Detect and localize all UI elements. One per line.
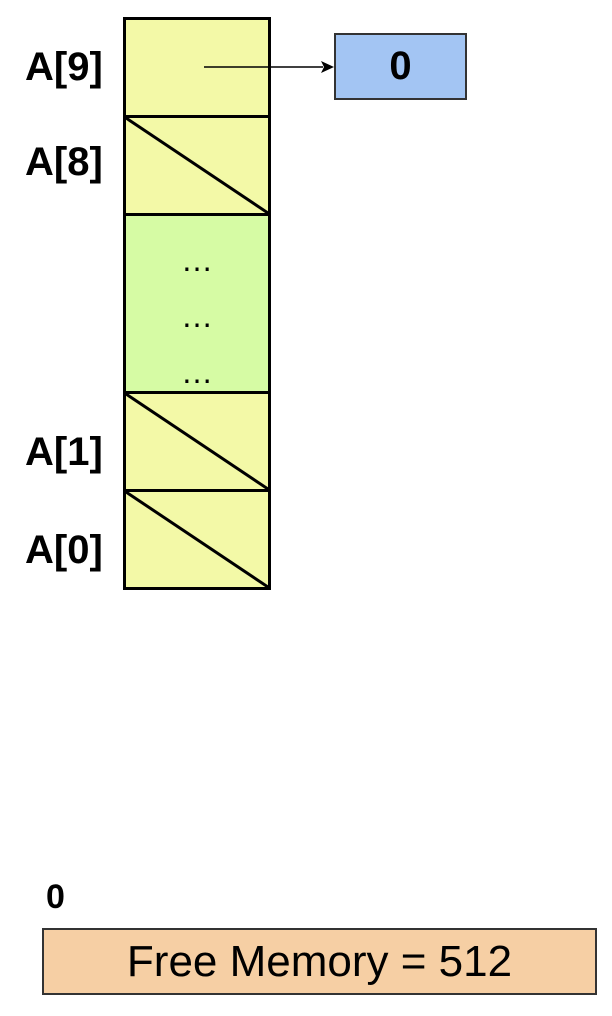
free-memory-address: 0 [46, 878, 65, 916]
cell-a8 [123, 115, 271, 216]
cell-a9 [123, 17, 271, 118]
cell-a0 [123, 489, 271, 590]
free-memory-box: Free Memory = 512 [42, 928, 597, 995]
null-pointer-slash-a8 [126, 118, 268, 213]
label-a9: A[9] [25, 45, 103, 89]
ellipsis-3: … [181, 354, 213, 390]
null-pointer-slash-a0 [126, 492, 268, 587]
cell-middle: … … … [123, 213, 271, 394]
cell-a1 [123, 391, 271, 492]
pointer-target-box: 0 [334, 33, 467, 100]
label-a8: A[8] [25, 140, 103, 184]
label-a1: A[1] [25, 430, 103, 474]
null-pointer-slash-a1 [126, 394, 268, 489]
label-a0: A[0] [25, 528, 103, 572]
ellipsis-2: … [181, 298, 213, 334]
ellipsis-1: … [181, 242, 213, 278]
